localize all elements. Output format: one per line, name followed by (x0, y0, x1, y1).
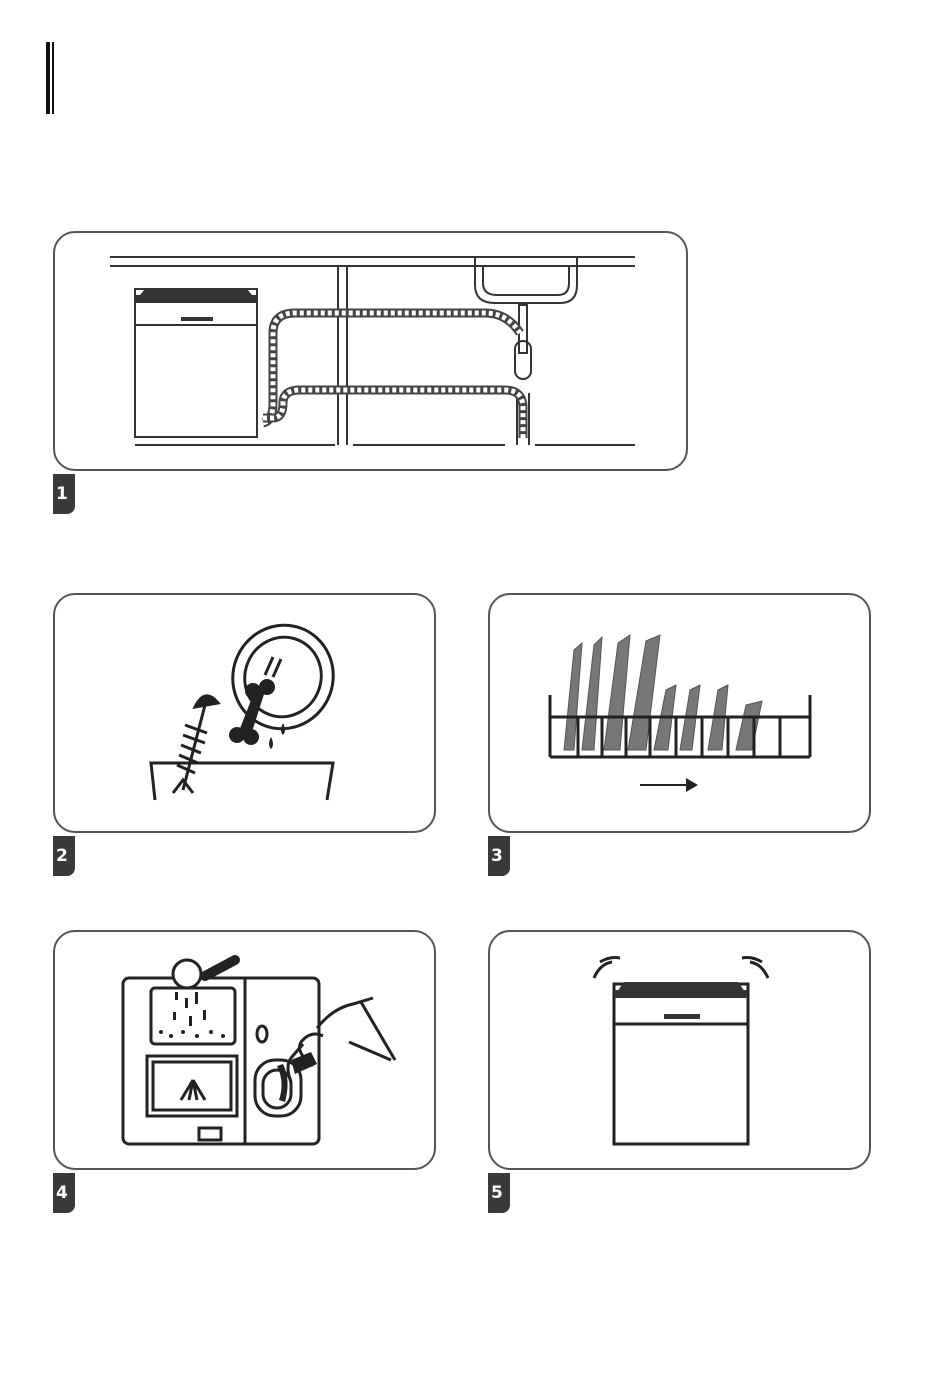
step-4-panel (53, 930, 436, 1170)
step-2-number: 2 (53, 836, 75, 876)
step-5-panel (488, 930, 871, 1170)
section-header-bar (46, 42, 56, 114)
step-2-panel (53, 593, 436, 833)
start-dishwasher-icon (490, 932, 871, 1170)
step-1-number: 1 (53, 474, 75, 514)
add-detergent-rinse-aid-icon (55, 932, 436, 1170)
load-dish-rack-icon (490, 595, 871, 833)
step-3-panel (488, 593, 871, 833)
step-1-panel (53, 231, 688, 471)
step-4-number: 4 (53, 1173, 75, 1213)
step-5-number: 5 (488, 1173, 510, 1213)
step-3-number: 3 (488, 836, 510, 876)
scrape-food-residue-icon (55, 595, 436, 833)
drain-hose-installation-icon (55, 233, 688, 471)
